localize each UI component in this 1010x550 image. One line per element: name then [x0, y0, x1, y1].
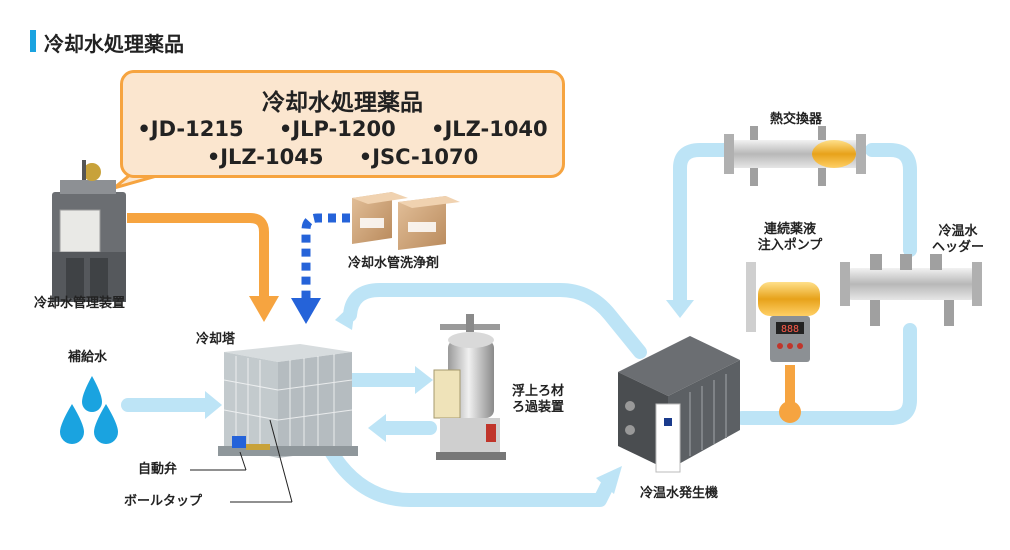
management-device-label: 冷却水管理装置	[34, 296, 126, 311]
pump-display-readout: 888	[781, 324, 799, 335]
header-illustration	[840, 254, 982, 326]
return-arrowhead	[335, 300, 356, 330]
cooling-tower-label: 冷却塔	[196, 332, 236, 347]
supply-pipe-bottom	[323, 443, 617, 507]
header-return-loop	[735, 323, 917, 425]
chemical-boxes-illustration	[352, 192, 460, 250]
heat-exchanger-loop	[673, 143, 732, 312]
generator-label: 冷温水発生機	[640, 486, 719, 501]
water-pipes	[121, 143, 917, 507]
cooling-tower-illustration	[218, 344, 358, 458]
auto-valve-label: 自動弁	[138, 462, 178, 477]
drop-icon	[94, 404, 118, 444]
product-item: •JLP-1200	[278, 117, 396, 141]
pump-illustration: 888	[746, 262, 820, 362]
generator-illustration	[618, 336, 740, 473]
ball-tap-leader	[269, 419, 293, 503]
return-pipe-top	[343, 283, 647, 359]
heat-exchanger-illustration	[724, 126, 866, 186]
header-label-line2: ヘッダー	[931, 240, 984, 255]
to-filter-arrowhead	[415, 366, 433, 394]
filter-device-label-line1: 浮上ろ材	[512, 384, 565, 399]
filter-device-illustration	[433, 314, 506, 460]
callout-heading: 冷却水処理薬品	[262, 90, 423, 116]
ball-tap-label: ボールタップ	[124, 494, 203, 509]
heat-exchanger-loop-right	[865, 143, 917, 257]
chemicals-callout: 冷却水処理薬品 •JD-1215 •JLP-1200 •JLZ-1040 •JL…	[120, 70, 565, 178]
filter-device-label-line2: ろ過装置	[512, 400, 565, 415]
product-item: •JLZ-1040	[431, 117, 548, 141]
product-item: •JSC-1070	[358, 145, 479, 169]
pump-injection-point	[779, 401, 801, 423]
pipe-cleaner-arrowhead	[291, 298, 321, 324]
management-to-tower-line	[127, 213, 269, 298]
to-tower-arrowhead	[368, 414, 386, 442]
drop-icon	[82, 376, 102, 412]
pump-label-line1: 連続薬液	[763, 222, 816, 237]
makeup-arrowhead	[205, 391, 222, 419]
callout-products-row: •JD-1215 •JLP-1200 •JLZ-1040	[123, 117, 562, 141]
product-item: •JD-1215	[137, 117, 244, 141]
loop-down-arrowhead	[666, 300, 694, 318]
pipe-cleaner-label: 冷却水管洗浄剤	[348, 256, 440, 271]
pump-label-line2: 注入ポンプ	[757, 238, 823, 253]
pipe-cleaner-line	[301, 213, 350, 300]
management-to-tower-arrowhead	[249, 296, 279, 322]
supply-arrowhead	[596, 466, 622, 494]
heat-exchanger-label: 熱交換器	[770, 112, 823, 127]
callout-products-row: •JLZ-1045 •JSC-1070	[123, 145, 562, 169]
makeup-water-label: 補給水	[68, 350, 108, 365]
auto-valve-leader	[239, 451, 247, 471]
title-accent-bar	[30, 30, 36, 52]
header-label-line1: 冷温水	[938, 224, 978, 239]
drop-icon	[60, 404, 84, 444]
pipe-arrowheads	[205, 300, 694, 494]
water-drops-icon	[60, 376, 118, 444]
page-title: 冷却水処理薬品	[44, 32, 184, 56]
management-device-illustration	[52, 160, 126, 302]
product-item: •JLZ-1045	[206, 145, 324, 169]
